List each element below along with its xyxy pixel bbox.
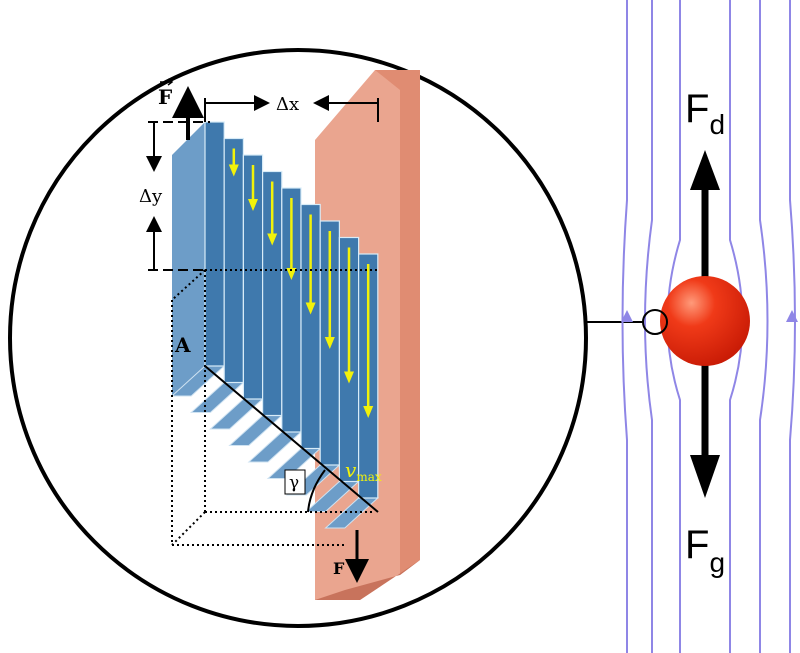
magnified-point bbox=[642, 309, 668, 335]
drag-force-subscript: d bbox=[709, 109, 725, 140]
velocity-arrowhead-icon bbox=[228, 164, 239, 177]
particle bbox=[660, 276, 750, 366]
velocity-symbol: v bbox=[345, 458, 357, 482]
gravity-force-symbol: F bbox=[685, 523, 709, 567]
drag-arrowhead-icon bbox=[690, 150, 720, 190]
delta-x-dimension bbox=[204, 95, 379, 122]
column-side-face bbox=[172, 122, 205, 396]
velocity-arrowhead-icon bbox=[248, 199, 258, 211]
streamline-arrow-icon bbox=[621, 310, 633, 322]
force-top-label: F bbox=[158, 85, 172, 109]
velocity-arrowhead-icon bbox=[324, 337, 335, 349]
delta-x-label: Δx bbox=[276, 94, 299, 115]
area-label: A bbox=[174, 333, 191, 357]
velocity-arrowhead-icon bbox=[286, 268, 297, 280]
velocity-subscript: max bbox=[356, 470, 382, 484]
streamline-arrow-icon bbox=[786, 310, 798, 322]
delta-y-label: Δy bbox=[139, 186, 163, 207]
fluid-column bbox=[204, 121, 225, 367]
angle-arc bbox=[307, 469, 326, 513]
gravity-force-subscript: g bbox=[709, 547, 725, 578]
velocity-label: vmax bbox=[345, 458, 382, 484]
drag-force-symbol: F bbox=[685, 87, 709, 131]
delta-y-dimension bbox=[146, 121, 210, 271]
fluid-layer-columns bbox=[170, 121, 380, 529]
vector-arrow-icon bbox=[160, 78, 174, 86]
shear-line bbox=[204, 365, 379, 513]
drag-force-label: Fd bbox=[685, 87, 725, 140]
velocity-arrowhead-icon bbox=[344, 371, 354, 384]
velocity-arrowhead-icon bbox=[305, 302, 316, 315]
angle-label: γ bbox=[289, 473, 299, 493]
velocity-arrowhead-icon bbox=[267, 233, 278, 246]
angle-label-box bbox=[284, 469, 306, 495]
gravity-arrowhead-icon bbox=[690, 455, 720, 498]
force-bottom-label: F bbox=[333, 559, 345, 578]
gravity-force-label: Fg bbox=[685, 523, 725, 578]
velocity-arrowhead-icon bbox=[363, 406, 374, 418]
dotted-reference-box bbox=[171, 269, 378, 546]
